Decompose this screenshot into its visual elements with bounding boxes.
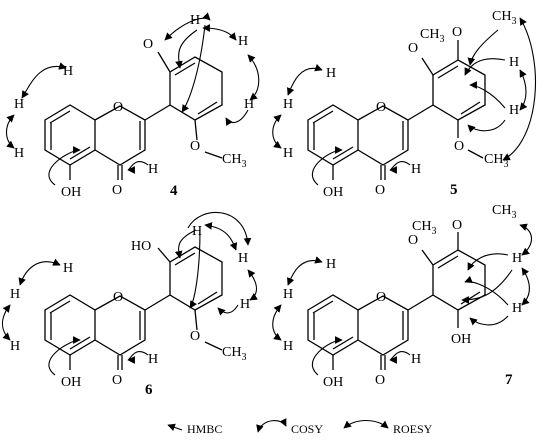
compound-5-correlations	[272, 17, 537, 186]
legend-hmbc: HMBC	[167, 422, 222, 436]
c4-h6: H	[14, 146, 24, 161]
c5-h7: H	[283, 97, 293, 112]
c5-h8: H	[326, 66, 336, 81]
legend-hmbc-label: HMBC	[187, 422, 222, 436]
c6-methyl: CH3	[222, 345, 246, 363]
c4-h-right-bottom: H	[244, 97, 254, 112]
c6-ome-oxygen: O	[190, 329, 200, 344]
c7-h-right-top: H	[512, 251, 522, 266]
c6-phenol-hydroxyl: HO	[131, 239, 151, 254]
c7-ome-oxygen-top: O	[452, 218, 462, 233]
c5-methyl-left: CH3	[420, 27, 444, 45]
compound-6-label: 6	[145, 382, 153, 398]
c4-methyl: CH3	[222, 152, 246, 170]
c7-ring-oxygen: O	[376, 290, 386, 305]
c6-h6: H	[10, 339, 20, 354]
c7-carbonyl-oxygen: O	[375, 373, 385, 388]
c5-h-right-top: H	[509, 55, 519, 70]
c7-h3: H	[411, 352, 421, 367]
c5-hydroxyl: OH	[323, 185, 343, 200]
c6-h3: H	[148, 352, 158, 367]
compound-5: O O OH H H H H O CH3 O CH3 H H O CH3 5	[272, 9, 537, 200]
c4-h8: H	[63, 64, 73, 79]
c7-h6: H	[283, 339, 293, 354]
c6-hydroxyl: OH	[61, 375, 81, 390]
compound-6-correlations	[1, 211, 258, 376]
compound-7-label: 7	[505, 372, 513, 388]
compound-7: O O OH H H H H O CH3 O CH3 H H OH 7	[272, 203, 533, 390]
compound-5-label: 5	[450, 182, 458, 198]
c5-methyl-bottom: CH3	[484, 152, 508, 170]
c7-h8: H	[326, 257, 336, 272]
compound-6-bonds	[44, 246, 223, 370]
c4-ome-oxygen-bottom: O	[190, 139, 200, 154]
c7-hydroxyl: OH	[323, 375, 343, 390]
compound-4-label: 4	[170, 183, 178, 199]
compound-6: O O OH H H H H HO H H H O CH3 6	[1, 211, 258, 398]
c5-h3: H	[411, 162, 421, 177]
roesy-arrow-icon	[343, 419, 389, 429]
c4-h3: H	[148, 162, 158, 177]
c6-h-top: H	[192, 224, 202, 239]
compound-4: O O OH H H H H O H H H O CH3 4	[5, 12, 260, 200]
c6-h-right-top: H	[238, 251, 248, 266]
compound-4-correlations	[5, 12, 260, 186]
c5-h-right-bottom: H	[509, 103, 519, 118]
c6-carbonyl-oxygen: O	[112, 373, 122, 388]
c6-ring-oxygen: O	[113, 290, 123, 305]
legend-roesy-label: ROESY	[393, 422, 433, 436]
hmbc-arrow-icon	[167, 423, 183, 431]
c6-h8: H	[63, 261, 73, 276]
c7-phenol-hydroxyl: OH	[451, 332, 471, 347]
legend-roesy: ROESY	[343, 419, 433, 436]
c5-carbonyl-oxygen: O	[375, 183, 385, 198]
c4-carbonyl-oxygen: O	[112, 183, 122, 198]
c4-hydroxyl: OH	[61, 185, 81, 200]
c4-ome-oxygen-top: O	[143, 37, 153, 52]
c7-h7: H	[283, 287, 293, 302]
c5-ome-oxygen-bottom: O	[454, 139, 464, 154]
c6-h7: H	[10, 287, 20, 302]
c4-h7: H	[14, 97, 24, 112]
c5-methyl-top: CH3	[492, 9, 516, 27]
legend-cosy: COSY	[256, 418, 323, 436]
c4-h-top: H	[190, 13, 200, 28]
c5-h6: H	[283, 146, 293, 161]
c5-ome-oxygen-left: O	[408, 41, 418, 56]
c5-ring-oxygen: O	[376, 100, 386, 115]
compound-7-bonds	[307, 232, 486, 370]
c7-ome-oxygen-left: O	[408, 233, 418, 248]
c7-methyl-left: CH3	[412, 219, 436, 237]
compound-7-correlations	[272, 223, 533, 376]
compound-4-bonds	[44, 51, 223, 180]
c7-h-right-bottom: H	[512, 301, 522, 316]
cosy-arrow-icon	[256, 418, 287, 433]
c6-h-right-bottom: H	[240, 297, 250, 312]
c4-ring-oxygen: O	[113, 100, 123, 115]
c4-h-right-top: H	[238, 34, 248, 49]
legend: HMBC COSY ROESY	[167, 418, 433, 436]
c5-ome-oxygen-top: O	[452, 25, 462, 40]
c7-methyl-top: CH3	[492, 203, 516, 221]
compound-5-bonds	[307, 40, 486, 180]
legend-cosy-label: COSY	[291, 422, 323, 436]
